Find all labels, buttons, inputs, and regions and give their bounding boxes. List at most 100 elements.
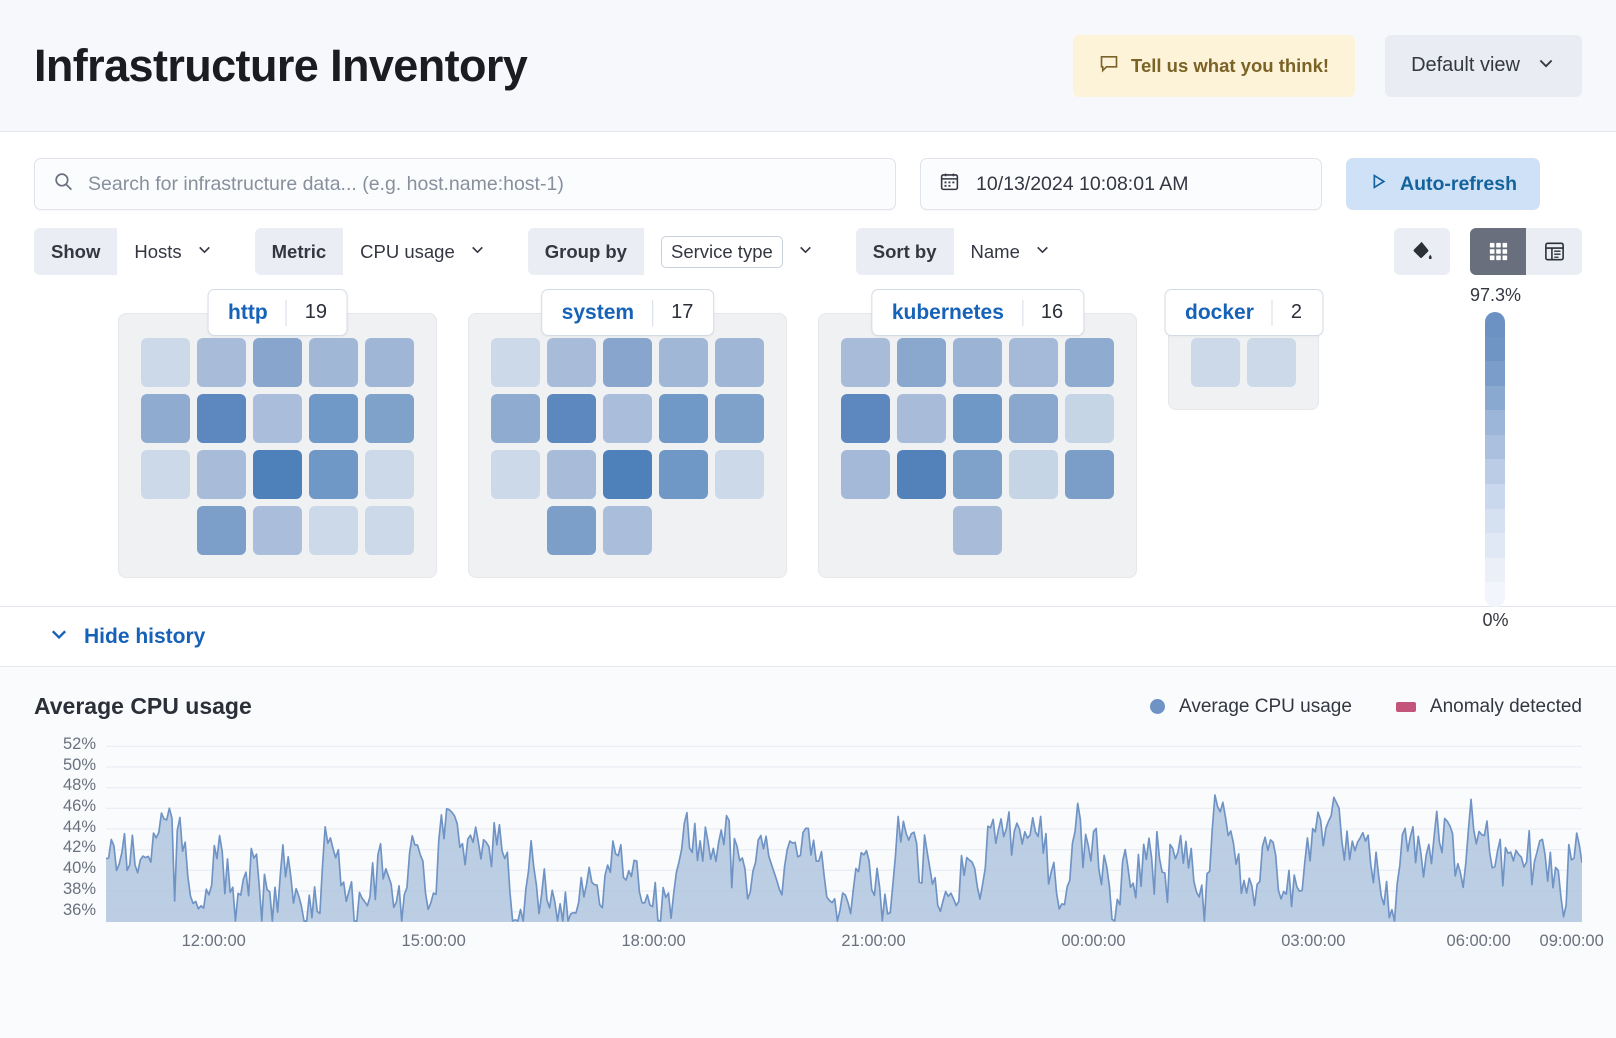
default-view-button[interactable]: Default view [1385,34,1582,97]
tile-grid [1191,338,1296,387]
host-tile[interactable] [715,338,764,387]
host-tile[interactable] [897,450,946,499]
host-tile[interactable] [491,450,540,499]
host-tile[interactable] [547,394,596,443]
host-tile[interactable] [603,394,652,443]
host-tile[interactable] [141,450,190,499]
tile-empty [841,506,890,555]
host-tile[interactable] [491,338,540,387]
legend-item-average-cpu-usage[interactable]: Average CPU usage [1150,696,1352,718]
chevron-down-icon [196,241,213,263]
group-name: http [228,300,268,324]
host-tile[interactable] [253,394,302,443]
auto-refresh-button[interactable]: Auto-refresh [1346,158,1540,210]
host-tile[interactable] [953,394,1002,443]
view-tools [1394,228,1582,275]
hide-history-toggle[interactable]: Hide history [0,607,1616,667]
host-tile[interactable] [141,394,190,443]
feedback-button[interactable]: Tell us what you think! [1073,34,1356,97]
series-area [106,795,1582,922]
view-mode-toggle [1470,228,1582,275]
host-tile[interactable] [603,338,652,387]
filter-sort-by-label: Sort by [855,228,954,275]
chart-title: Average CPU usage [34,693,252,719]
host-tile[interactable] [715,450,764,499]
y-axis-tick: 40% [62,859,96,878]
filter-show-select[interactable]: Hosts [117,228,229,275]
host-tile[interactable] [309,450,358,499]
host-tile[interactable] [141,338,190,387]
search-placeholder: Search for infrastructure data... (e.g. … [88,172,564,195]
x-axis-tick: 18:00:00 [621,932,686,950]
filter-sort-by: Sort by Name [855,228,1067,275]
host-tile[interactable] [897,394,946,443]
host-tile[interactable] [197,338,246,387]
comment-icon [1099,53,1119,78]
host-tile[interactable] [897,338,946,387]
host-tile[interactable] [309,394,358,443]
host-tile[interactable] [715,394,764,443]
host-tile[interactable] [1065,394,1114,443]
host-tile[interactable] [841,450,890,499]
host-tile[interactable] [603,450,652,499]
calendar-icon [939,171,960,197]
search-input[interactable]: Search for infrastructure data... (e.g. … [34,158,896,210]
series-line [105,794,1583,922]
host-tile[interactable] [659,450,708,499]
host-tile[interactable] [547,506,596,555]
divider [285,299,287,326]
host-tile[interactable] [309,338,358,387]
filter-sort-by-select[interactable]: Name [953,228,1067,275]
host-tile[interactable] [1009,394,1058,443]
y-axis: 52%50%48%46%44%42%40%38%36% [34,736,96,918]
host-tile[interactable] [197,450,246,499]
tile-empty [1009,506,1058,555]
host-tile[interactable] [253,450,302,499]
host-tile[interactable] [1009,450,1058,499]
feedback-label: Tell us what you think! [1131,54,1330,76]
host-tile[interactable] [1247,338,1296,387]
host-tile[interactable] [659,394,708,443]
filter-metric-value: CPU usage [360,240,455,262]
host-tile[interactable] [1191,338,1240,387]
host-tile[interactable] [365,394,414,443]
filter-metric: Metric CPU usage [254,228,502,275]
host-tile[interactable] [603,506,652,555]
legend-item-anomaly-detected[interactable]: Anomaly detected [1395,696,1582,718]
host-tile[interactable] [1065,338,1114,387]
host-tile[interactable] [365,506,414,555]
host-tile[interactable] [841,338,890,387]
filter-group-by-select[interactable]: Service type [643,228,830,275]
host-tile[interactable] [659,338,708,387]
filter-group-by: Group by Service type [527,228,830,275]
chart-canvas[interactable] [105,736,1583,922]
filter-metric-select[interactable]: CPU usage [343,228,502,275]
divider [652,299,654,326]
host-tile[interactable] [197,394,246,443]
host-tile[interactable] [547,450,596,499]
host-tile[interactable] [953,338,1002,387]
host-tile[interactable] [197,506,246,555]
host-tile[interactable] [491,394,540,443]
host-tile[interactable] [547,338,596,387]
host-tile[interactable] [1065,450,1114,499]
date-picker[interactable]: 10/13/2024 10:08:01 AM [920,158,1322,210]
table-view-icon[interactable] [1526,228,1582,275]
host-tile[interactable] [953,506,1002,555]
grid-view-icon[interactable] [1470,228,1526,275]
host-tile[interactable] [253,338,302,387]
host-tile[interactable] [841,394,890,443]
host-tile[interactable] [953,450,1002,499]
host-tile[interactable] [253,506,302,555]
host-tile[interactable] [1009,338,1058,387]
host-tile[interactable] [365,338,414,387]
paint-bucket-icon[interactable] [1394,228,1450,275]
host-tile[interactable] [365,450,414,499]
host-tile[interactable] [309,506,358,555]
